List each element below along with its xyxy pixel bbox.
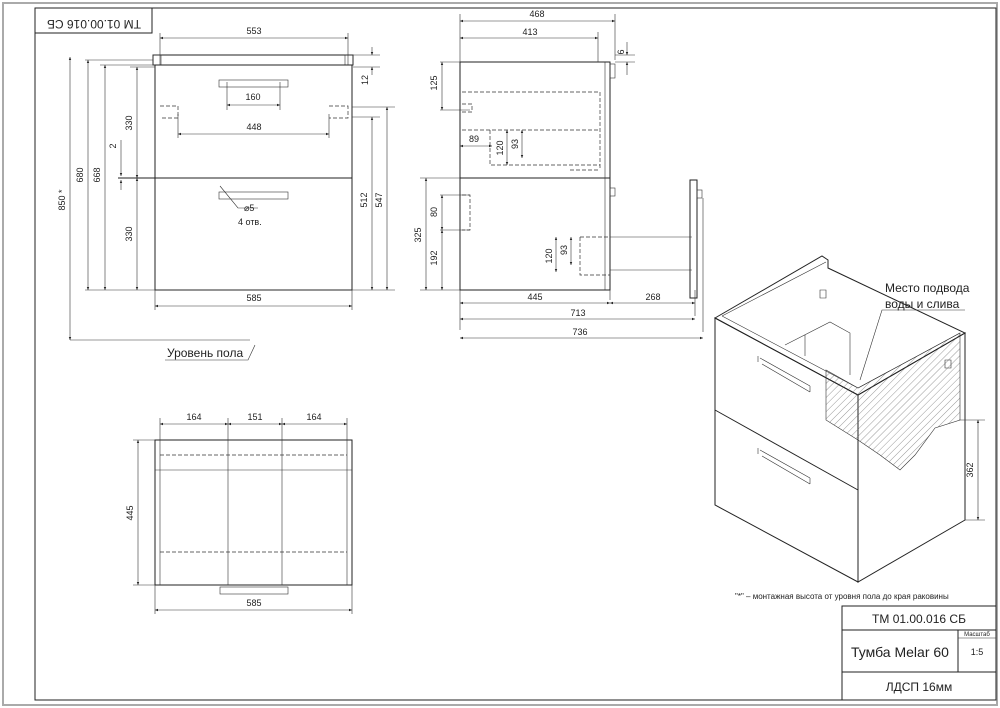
dim-330-bottom: 330 xyxy=(124,226,134,241)
top-view: 164 151 164 445 585 xyxy=(125,412,353,614)
dim-448: 448 xyxy=(246,122,261,132)
dim-468: 468 xyxy=(529,9,544,19)
dim-362: 362 xyxy=(965,462,975,477)
dim-120-bottom: 120 xyxy=(544,248,554,263)
front-view: 553 160 448 12 512 547 330 330 2 668 680… xyxy=(57,26,395,361)
dim-325: 325 xyxy=(413,227,423,242)
dim-93-top: 93 xyxy=(510,139,520,149)
water-supply-label-2: воды и слива xyxy=(885,297,960,311)
dim-125: 125 xyxy=(429,75,439,90)
dim-668: 668 xyxy=(92,167,102,182)
side-view: 468 413 6 125 89 120 93 80 325 192 120 9… xyxy=(413,9,704,340)
dim-680: 680 xyxy=(75,167,85,182)
dim-330-top: 330 xyxy=(124,115,134,130)
dim-164-left: 164 xyxy=(186,412,201,422)
drawing-frame xyxy=(34,7,997,701)
water-supply-label-1: Место подвода xyxy=(885,281,970,295)
handle-bottom xyxy=(218,191,289,200)
handle-top xyxy=(218,79,289,88)
scale-label: Масштаб xyxy=(964,632,990,638)
dim-713: 713 xyxy=(570,308,585,318)
dim-2: 2 xyxy=(108,143,118,148)
dim-553: 553 xyxy=(246,26,261,36)
drawing-code: ТМ 01.00.016 СБ xyxy=(872,612,966,626)
dim-192: 192 xyxy=(429,250,439,265)
product-name: Тумба Melar 60 xyxy=(851,644,949,660)
dim-164-right: 164 xyxy=(306,412,321,422)
dim-547: 547 xyxy=(374,192,384,207)
material: ЛДСП 16мм xyxy=(886,680,952,694)
hole-diameter: ⌀5 xyxy=(244,203,254,213)
isometric-view: Место подвода воды и слива 362 xyxy=(713,255,985,583)
dim-445-depth: 445 xyxy=(125,505,135,520)
dim-413: 413 xyxy=(522,27,537,37)
dim-445: 445 xyxy=(527,292,542,302)
scale-value: 1:5 xyxy=(971,647,984,657)
dim-93-bottom: 93 xyxy=(559,245,569,255)
dim-850: 850 * xyxy=(57,189,67,211)
dim-585-top: 585 xyxy=(246,598,261,608)
floor-level-label: Уровень пола xyxy=(167,346,243,360)
dim-120-top: 120 xyxy=(495,140,505,155)
dim-736: 736 xyxy=(572,327,587,337)
hole-count: 4 отв. xyxy=(238,217,262,227)
mounting-height-note: "*" – монтажная высота от уровня пола до… xyxy=(735,592,949,601)
stamp-rotated-text: ТМ 01.00.016 СБ xyxy=(47,17,141,31)
dim-89: 89 xyxy=(469,134,479,144)
dim-585: 585 xyxy=(246,293,261,303)
dim-160: 160 xyxy=(245,92,260,102)
dim-6: 6 xyxy=(616,49,626,54)
dim-12: 12 xyxy=(360,75,370,85)
dim-80: 80 xyxy=(429,207,439,217)
dim-268: 268 xyxy=(645,292,660,302)
dim-151: 151 xyxy=(247,412,262,422)
title-block: ТМ 01.00.016 СБ Тумба Melar 60 Масштаб 1… xyxy=(841,605,997,701)
iso-handle-bottom xyxy=(757,448,811,485)
dim-512: 512 xyxy=(359,192,369,207)
iso-handle-top xyxy=(757,356,811,393)
stamp-rotated: ТМ 01.00.016 СБ xyxy=(34,7,153,34)
